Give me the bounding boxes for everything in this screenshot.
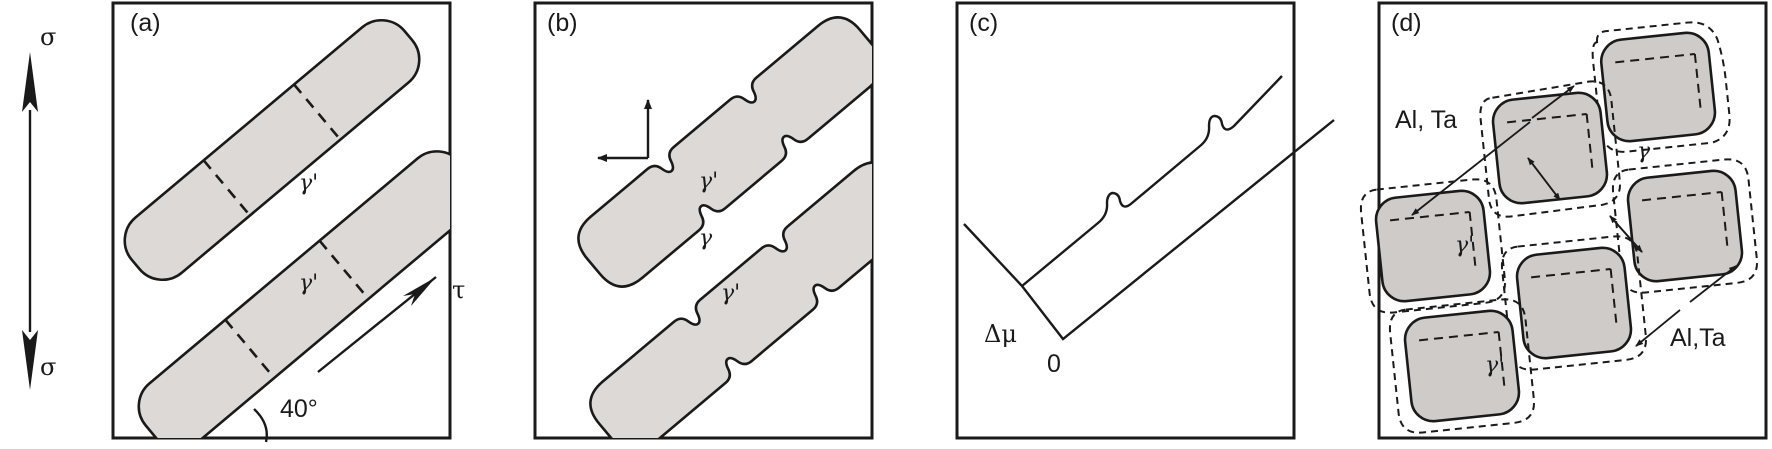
flux-arrow-lower-1 bbox=[1635, 309, 1681, 347]
flux-label-bottom: Al,Ta bbox=[1670, 324, 1726, 352]
angle-arc bbox=[253, 408, 268, 443]
panel-b: (b) γ' γ γ' bbox=[533, 1, 874, 440]
chem-potential-label: Δμ bbox=[984, 320, 1017, 348]
stress-arrow-head-up bbox=[22, 52, 38, 112]
panel-b-matrix-label: γ bbox=[699, 226, 713, 251]
flux-arrow-mid-2 bbox=[1527, 157, 1561, 201]
flux-arrow-upper-3 bbox=[1531, 85, 1575, 119]
chem-potential-profile bbox=[963, 75, 1283, 288]
cuboid-3 bbox=[1611, 158, 1759, 294]
panel-b-label: (b) bbox=[547, 9, 578, 37]
panel-d: (d) bbox=[1359, 1, 1768, 440]
cuboid-6 bbox=[1388, 298, 1536, 434]
panel-a-label: (a) bbox=[130, 9, 161, 37]
sigma-bottom-label: σ bbox=[40, 353, 56, 381]
flux-arrow-upper-2 bbox=[1477, 121, 1531, 164]
panel-a-precipitates bbox=[123, 18, 450, 438]
cuboid-2 bbox=[1479, 80, 1622, 218]
precipitate-raft-upper bbox=[123, 18, 421, 282]
stress-arrow-head-down bbox=[22, 330, 38, 390]
panel-a: (a) γ' γ' τ 40° bbox=[111, 1, 465, 443]
sigma-top-label: σ bbox=[40, 23, 56, 51]
panel-d-matrix-label: γ bbox=[1637, 139, 1651, 164]
angle-label: 40° bbox=[280, 395, 318, 423]
cuboid-1 bbox=[1591, 21, 1731, 153]
zero-baseline bbox=[1021, 119, 1335, 341]
necked-raft-lower bbox=[589, 161, 872, 438]
precipitate-raft-lower bbox=[137, 150, 450, 438]
panel-a-precipitate-label-lower: γ' bbox=[299, 271, 318, 296]
flux-arrow-lower-2 bbox=[1689, 265, 1737, 303]
flux-label-top: Al, Ta bbox=[1395, 106, 1457, 134]
shear-arrow-head bbox=[403, 277, 436, 306]
panel-b-precipitates bbox=[577, 16, 872, 438]
panel-c-frame bbox=[955, 1, 1296, 440]
panel-c-label: (c) bbox=[969, 9, 998, 37]
panel-a-precipitate-label-upper: γ' bbox=[299, 171, 318, 196]
zero-label: 0 bbox=[1047, 350, 1061, 378]
panel-d-label: (d) bbox=[1391, 9, 1422, 37]
flux-arrow-upper-1 bbox=[1411, 162, 1479, 216]
panel-b-precipitate-label-lower: γ' bbox=[721, 281, 740, 306]
necked-raft-upper bbox=[577, 16, 872, 288]
cuboid-5 bbox=[1500, 235, 1648, 371]
cuboid-4 bbox=[1359, 178, 1507, 314]
flux-arrow-mid-4 bbox=[1609, 215, 1643, 253]
panel-c: (c) Δμ 0 bbox=[955, 1, 1335, 440]
shear-label: τ bbox=[452, 276, 465, 304]
panel-b-precipitate-label-upper: γ' bbox=[699, 169, 718, 194]
panel-d-precipitate-label-1: γ' bbox=[1455, 233, 1474, 258]
stress-axis: σ σ bbox=[22, 23, 56, 390]
panel-d-precipitate-label-2: γ' bbox=[1485, 353, 1504, 378]
